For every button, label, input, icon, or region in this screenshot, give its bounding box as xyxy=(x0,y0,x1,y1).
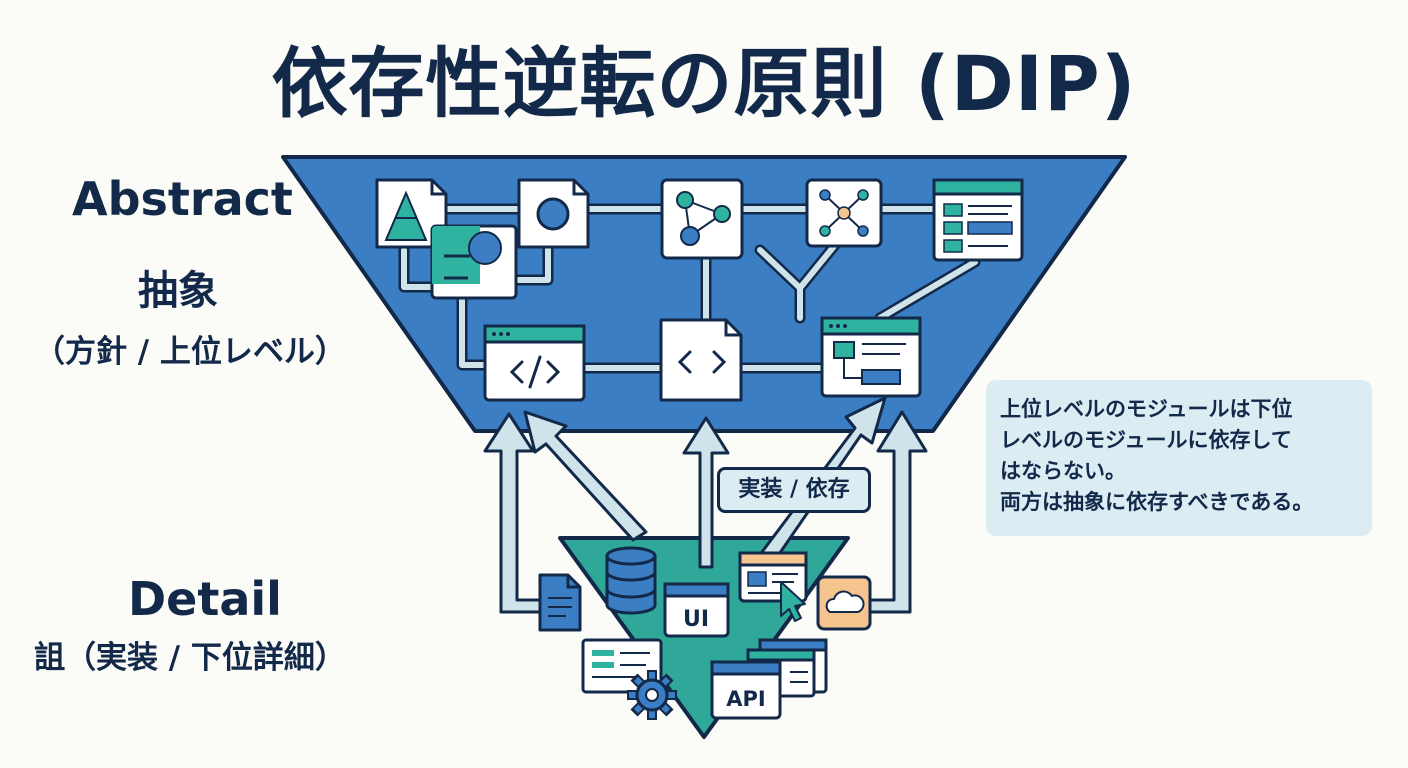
dependency-arrow-center xyxy=(682,416,730,569)
document-icon xyxy=(538,573,582,632)
network-graph-icon xyxy=(660,178,744,260)
gear-icon xyxy=(627,670,677,720)
api-label: API xyxy=(726,687,765,711)
dependency-arrow-database xyxy=(523,410,648,542)
angle-brackets-document-icon xyxy=(659,318,743,402)
chart-card-icon xyxy=(430,224,518,300)
page-title: 依存性逆転の原則 (DIP) xyxy=(271,39,1137,128)
ui-window-icon: UI xyxy=(663,582,730,638)
pyramid-document-icon xyxy=(375,178,448,249)
detail-label: Detail xyxy=(128,572,282,626)
ui-label: UI xyxy=(683,607,709,632)
dependency-arrow-right xyxy=(868,410,928,614)
hub-nodes-icon xyxy=(805,178,883,248)
code-window-icon xyxy=(483,324,586,402)
abstract-sublabel: （方針 / 上位レベル） xyxy=(34,334,346,370)
flowchart-window-icon xyxy=(820,316,922,398)
browser-cursor-icon xyxy=(738,551,808,622)
dependency-edge-label: 実装 / 依存 xyxy=(717,467,871,513)
api-window-icon: API xyxy=(710,660,782,720)
detail-sublabel: 詛（実装 / 下位詳細） xyxy=(34,640,346,676)
abstract-label: Abstract xyxy=(72,172,293,226)
layout-window-icon xyxy=(932,178,1024,262)
cloud-icon xyxy=(816,575,872,631)
abstract-label-ja: 抽象 xyxy=(138,268,218,314)
principle-note: 上位レベルのモジュールは下位 レベルのモジュールに依存して はならない。 両方は… xyxy=(986,380,1372,536)
database-icon xyxy=(605,546,657,615)
circle-document-icon xyxy=(517,178,590,249)
